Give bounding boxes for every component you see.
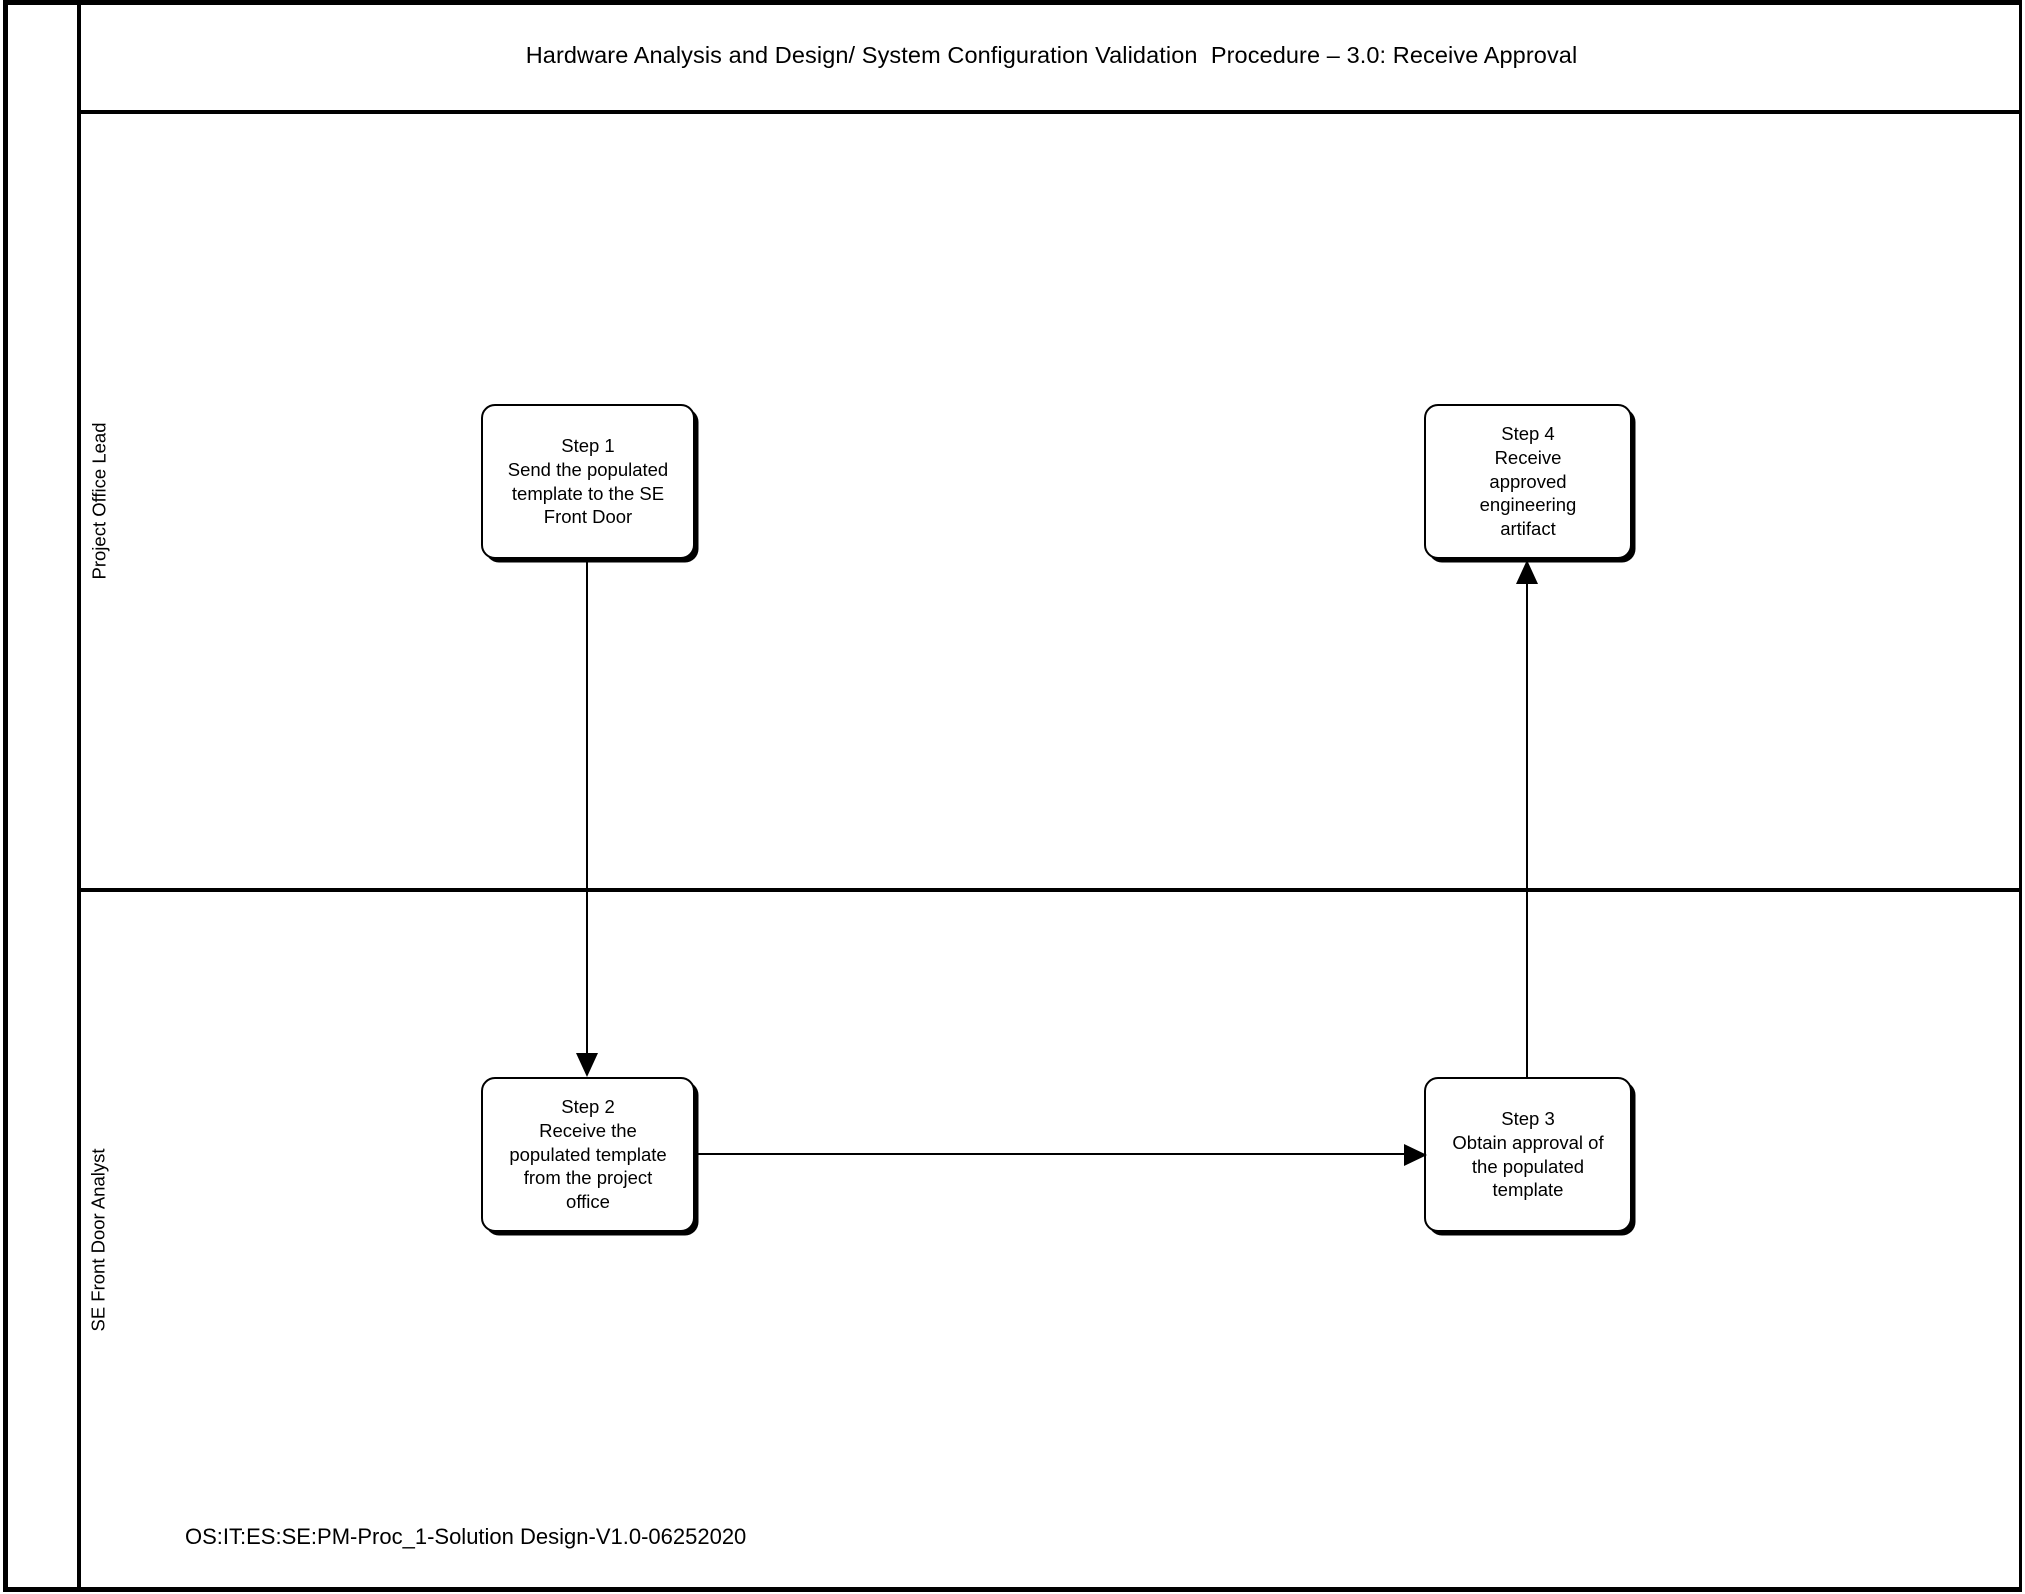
swimlane-label-text: Project Office Lead xyxy=(88,422,109,580)
process-node-step-2[interactable]: Step 2 Receive the populated template fr… xyxy=(481,1077,695,1232)
arrowhead-down-icon xyxy=(576,1053,598,1077)
process-node-step-4[interactable]: Step 4 Receive approved engineering arti… xyxy=(1424,404,1632,559)
diagram-frame-border xyxy=(3,0,2022,1592)
arrowhead-up-icon xyxy=(1516,560,1538,584)
title-header-separator xyxy=(77,110,2022,114)
swimlane-label-text: SE Front Door Analyst xyxy=(88,1148,109,1332)
diagram-frame-bottom-edge xyxy=(3,1587,2022,1592)
swimlane-separator xyxy=(77,888,2022,892)
document-footer-code: OS:IT:ES:SE:PM-Proc_1-Solution Design-V1… xyxy=(185,1524,747,1549)
diagram-title: Hardware Analysis and Design/ System Con… xyxy=(525,41,1578,68)
process-node-step-1[interactable]: Step 1 Send the populated template to th… xyxy=(481,404,695,559)
swimlane-label-se-front-door-analyst: SE Front Door Analyst xyxy=(81,892,117,1588)
lane-label-column-divider xyxy=(77,0,81,1592)
diagram-frame-top-edge xyxy=(3,0,2022,5)
arrowhead-right-icon xyxy=(1404,1144,1427,1166)
connector-step-2-to-step-3-line xyxy=(695,1153,1408,1156)
process-node-step-3[interactable]: Step 3 Obtain approval of the populated … xyxy=(1424,1077,1632,1232)
process-node-label: Step 1 Send the populated template to th… xyxy=(507,435,669,528)
process-node-label: Step 3 Obtain approval of the populated … xyxy=(1452,1108,1604,1201)
connector-step-1-to-step-2-line xyxy=(586,559,589,1055)
process-node-label: Step 4 Receive approved engineering arti… xyxy=(1479,423,1577,539)
connector-step-3-to-step-4-line xyxy=(1526,583,1529,1077)
swimlane-label-project-office-lead: Project Office Lead xyxy=(81,114,117,888)
process-node-label: Step 2 Receive the populated template fr… xyxy=(509,1096,667,1212)
